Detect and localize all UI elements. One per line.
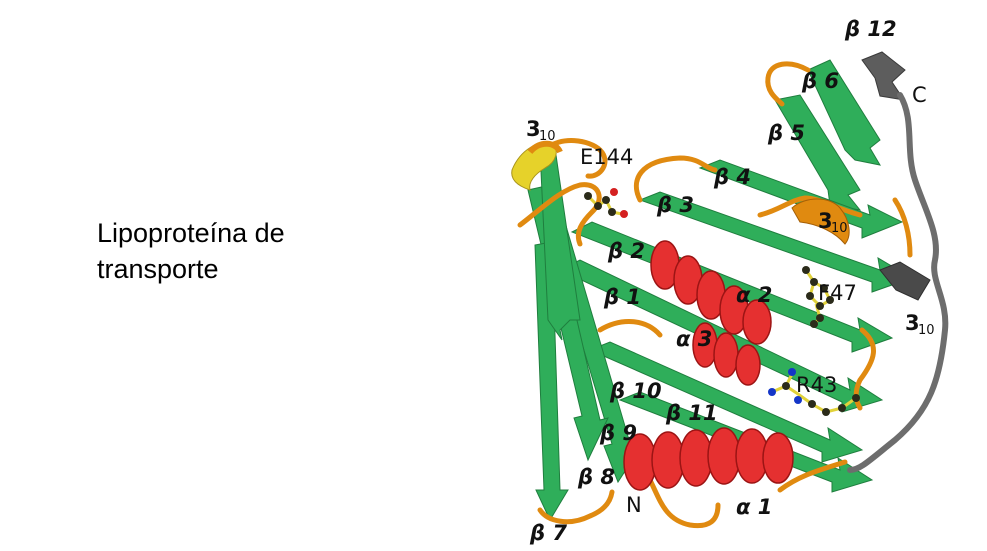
loops [517,61,913,529]
c-terminal [847,51,949,473]
label-beta9: β 9 [599,421,637,445]
caption-line-2: transporte [97,254,219,284]
side-chains [584,188,860,416]
alpha-helices [623,240,794,491]
label-beta3: β 3 [656,193,694,217]
helix310-top-left-band [527,140,563,155]
label-310-right-sub: 10 [918,323,935,338]
label-310-middle: 3 10 [818,209,848,236]
label-beta7: β 7 [529,521,567,545]
loop-n-term [647,477,721,529]
helix310-grey [879,261,931,301]
label-beta5: β 5 [767,121,805,145]
loop-beta6-top [765,61,811,107]
loop-top-left [517,182,602,247]
strand-beta6 [807,59,881,166]
helix310-middle [791,198,850,245]
label-310-right: 3 10 [905,311,935,338]
loop-right-310 [892,197,913,258]
label-beta8: β 8 [577,465,615,489]
label-n-terminus: N [626,493,642,517]
label-beta4: β 4 [713,165,751,189]
loop-bottom-right [777,459,848,493]
helix-alpha3 [692,322,761,386]
strand-left-edge [539,149,581,341]
label-e144: E144 [580,145,633,169]
label-alpha1: α 1 [736,495,772,519]
label-r43: R43 [796,373,837,397]
label-f47: F47 [818,281,857,305]
sidechain-e144 [584,188,628,218]
labels: β 12 C β 6 β 5 β 4 β 3 β 2 β 1 α 2 α 3 β… [526,17,935,545]
label-310-middle-main: 3 [818,209,833,233]
strand-beta5 [774,94,862,211]
label-310-middle-sub: 10 [831,221,848,236]
label-310-top-left-sub: 10 [539,129,556,144]
sidechain-r43 [768,368,860,416]
label-beta1: β 1 [603,285,641,309]
label-beta2: β 2 [607,239,645,263]
helix-alpha2 [650,240,772,345]
loop-beta3-beta4 [633,155,718,203]
loop-beta7 [537,489,615,525]
caption: Lipoproteína de transporte [97,215,285,287]
label-c-terminus: C [912,83,927,107]
label-beta6: β 6 [801,69,839,93]
label-310-top-left-main: 3 [526,117,541,141]
c-terminal-coil [847,92,949,473]
label-alpha3: α 3 [676,327,712,351]
helix-alpha1 [623,427,794,491]
label-beta12: β 12 [844,17,897,41]
loop-alpha3 [597,319,663,338]
label-310-top-left: 3 10 [526,117,556,144]
sidechain-f47 [802,266,834,328]
label-beta11: β 11 [665,401,718,425]
label-alpha2: α 2 [736,283,772,307]
loop-beta3-310 [757,195,863,218]
label-310-right-main: 3 [905,311,920,335]
label-beta10: β 10 [609,379,662,403]
strand-beta12 [861,51,906,101]
loop-e144 [542,138,608,179]
helices-310 [511,140,850,245]
strand-beta10 [588,341,864,463]
caption-line-1: Lipoproteína de [97,218,285,248]
